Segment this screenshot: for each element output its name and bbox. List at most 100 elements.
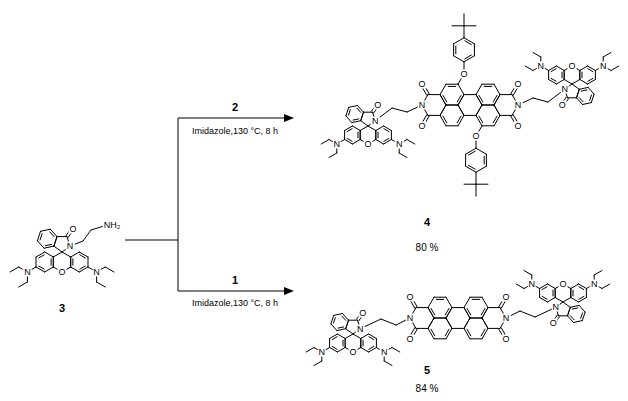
bond-line xyxy=(482,328,488,338)
bond-line xyxy=(476,105,482,115)
bond-line xyxy=(10,267,19,272)
bond-line xyxy=(342,316,346,320)
bond-line xyxy=(44,246,54,248)
bond-line xyxy=(458,115,464,125)
bond-line xyxy=(482,297,488,307)
bond-line xyxy=(446,328,452,338)
bond-line xyxy=(568,316,574,323)
atom-label: N xyxy=(528,280,537,289)
bond-line xyxy=(360,131,361,140)
bond-line xyxy=(458,84,464,94)
bond-line xyxy=(392,348,400,353)
atom-label: O xyxy=(417,121,426,130)
atom-label: N xyxy=(551,303,560,312)
bond-line xyxy=(53,257,54,267)
bond-line xyxy=(332,337,337,340)
bond-line xyxy=(540,284,548,289)
bond-line xyxy=(572,84,579,89)
bond-line xyxy=(445,308,449,315)
atom-label: O xyxy=(363,140,372,149)
bond-line xyxy=(580,80,588,85)
bond-line xyxy=(547,298,555,303)
bond-line xyxy=(50,229,57,236)
bond-line xyxy=(464,14,465,26)
bond-line xyxy=(455,46,456,54)
bond-line xyxy=(551,69,556,72)
bond-line xyxy=(464,56,474,62)
atom-label: N xyxy=(371,116,380,125)
atom-label: N xyxy=(560,85,569,94)
bond-line xyxy=(369,346,374,349)
bond-line xyxy=(72,259,73,265)
bond-line xyxy=(588,78,593,81)
atom-label: N xyxy=(590,280,599,289)
atom-label: O xyxy=(501,334,510,343)
bond-line xyxy=(494,84,500,94)
compound-number: 5 xyxy=(424,365,430,376)
arrow-head xyxy=(284,114,294,122)
bond-line xyxy=(369,334,377,339)
bond-line xyxy=(337,329,346,331)
bond-line xyxy=(454,56,464,62)
atom-label: O xyxy=(373,100,382,109)
atom-label: O xyxy=(68,224,77,233)
bond-line xyxy=(428,318,434,328)
reaction-conditions: Imidazole,130 °C, 8 h xyxy=(192,127,278,136)
bond-line xyxy=(368,126,376,131)
bond-line xyxy=(54,237,57,247)
bond-line xyxy=(381,319,396,325)
atom-label: O xyxy=(513,80,522,89)
bond-line xyxy=(428,308,434,318)
bond-line xyxy=(428,94,440,95)
bond-line xyxy=(88,257,89,267)
bond-line xyxy=(349,320,358,321)
bond-line xyxy=(571,284,579,289)
bond-line xyxy=(452,328,464,329)
bond-line xyxy=(36,267,45,272)
bond-line xyxy=(482,318,488,328)
bond-line xyxy=(476,115,482,125)
bond-line xyxy=(588,87,594,94)
bond-line xyxy=(466,166,476,172)
bond-line xyxy=(391,131,392,140)
atom-label: N xyxy=(318,348,327,357)
atom-label: O xyxy=(417,80,426,89)
bond-line xyxy=(338,327,344,328)
atom-label: N xyxy=(537,62,546,71)
bond-line xyxy=(467,308,471,315)
bond-line xyxy=(407,140,415,145)
bond-line xyxy=(45,252,54,257)
bond-line xyxy=(481,329,485,336)
bond-line xyxy=(563,302,570,307)
bond-line xyxy=(580,66,588,71)
bond-line xyxy=(376,339,377,348)
bond-line xyxy=(559,315,568,316)
bond-line xyxy=(70,257,71,267)
atom-label: O xyxy=(405,293,414,302)
bond-line xyxy=(352,126,360,131)
bond-line xyxy=(464,308,470,318)
bond-line xyxy=(344,131,345,140)
bond-line xyxy=(574,321,583,323)
bond-line xyxy=(570,305,579,307)
bond-line xyxy=(539,289,540,298)
bond-line xyxy=(53,252,62,257)
bond-line xyxy=(464,318,470,328)
bond-line xyxy=(70,257,71,267)
bond-line xyxy=(464,25,476,26)
bond-line xyxy=(555,298,563,303)
bond-line xyxy=(579,287,584,290)
bond-line xyxy=(458,105,464,115)
bond-line xyxy=(573,290,574,296)
bond-line xyxy=(470,318,482,319)
bond-line xyxy=(363,340,364,346)
bond-line xyxy=(611,66,619,71)
bond-line xyxy=(484,86,492,87)
bond-line xyxy=(428,308,434,318)
bond-line xyxy=(470,338,482,339)
bond-line xyxy=(525,66,533,71)
bond-line xyxy=(465,154,466,166)
reaction-conditions: Imidazole,130 °C, 8 h xyxy=(192,299,278,308)
bond-line xyxy=(577,89,580,98)
bond-line xyxy=(384,138,389,141)
